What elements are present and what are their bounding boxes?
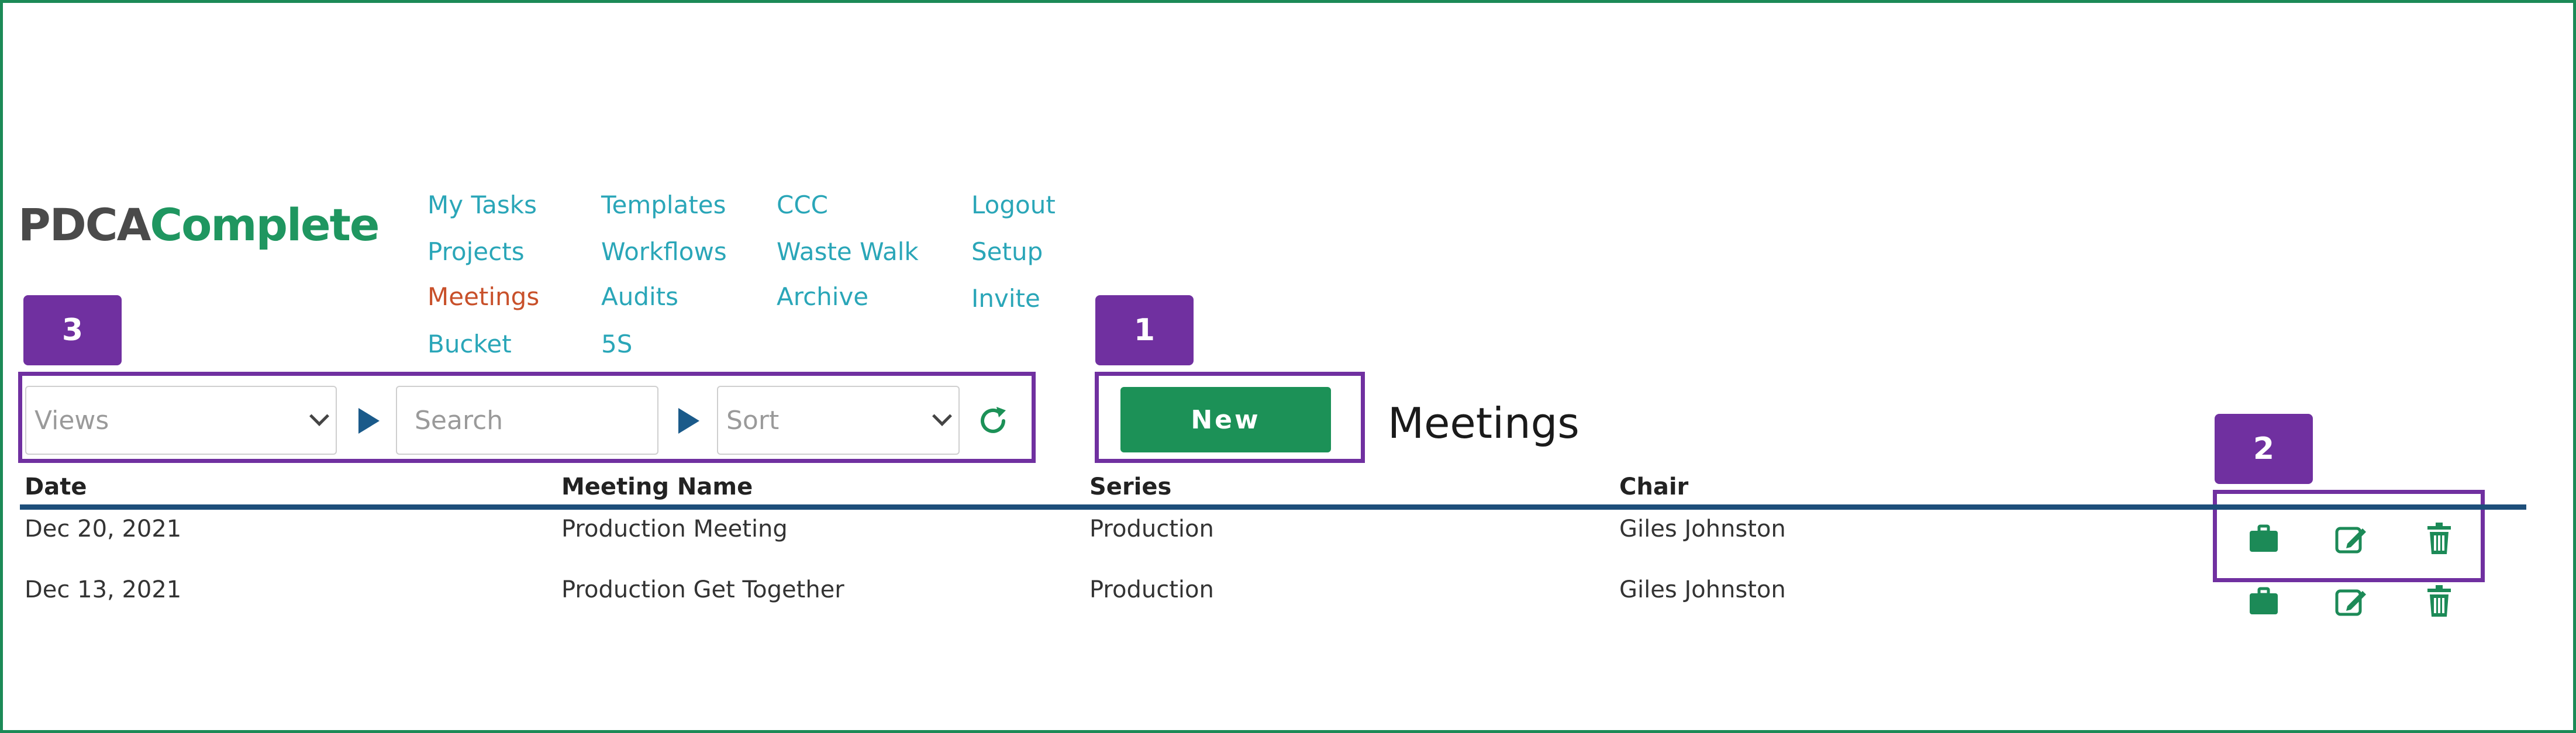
views-select[interactable]: Views [25, 386, 337, 455]
column-header-date[interactable]: Date [25, 473, 87, 500]
edit-icon[interactable] [2333, 521, 2368, 556]
annotation-box-3 [18, 372, 1036, 463]
annotation-box-2 [2213, 490, 2485, 582]
chevron-down-icon [309, 406, 329, 426]
annotation-badge-2: 2 [2215, 414, 2313, 484]
briefcase-icon[interactable] [2246, 584, 2281, 619]
row-meeting-name[interactable]: Production Get Together [561, 576, 844, 603]
refresh-icon[interactable] [975, 403, 1011, 438]
column-header-meeting-name[interactable]: Meeting Name [561, 473, 753, 500]
sort-select[interactable]: Sort [717, 386, 960, 455]
nav-workflows[interactable]: Workflows [601, 237, 727, 266]
views-select-label: Views [35, 405, 109, 435]
nav-projects[interactable]: Projects [427, 237, 525, 266]
row-meeting-name[interactable]: Production Meeting [561, 516, 788, 542]
nav-logout[interactable]: Logout [971, 191, 1056, 219]
nav-templates[interactable]: Templates [601, 191, 726, 219]
new-meeting-button[interactable]: New [1120, 387, 1331, 452]
nav-setup[interactable]: Setup [971, 237, 1043, 266]
nav-archive[interactable]: Archive [777, 282, 869, 311]
nav-ccc[interactable]: CCC [777, 191, 828, 219]
nav-meetings[interactable]: Meetings [427, 282, 540, 311]
nav-audits[interactable]: Audits [601, 282, 679, 311]
column-header-series[interactable]: Series [1089, 473, 1172, 500]
briefcase-icon[interactable] [2246, 521, 2281, 556]
row-series: Production [1089, 516, 1214, 542]
nav-invite[interactable]: Invite [971, 284, 1040, 313]
annotation-box-1 [1095, 372, 1365, 463]
row-chair: Giles Johnston [1619, 516, 1786, 542]
trash-icon[interactable] [2422, 584, 2457, 619]
row-date: Dec 13, 2021 [25, 576, 182, 603]
nav-5s[interactable]: 5S [601, 330, 633, 358]
row-series: Production [1089, 576, 1214, 603]
chevron-down-icon [932, 406, 952, 426]
nav-my-tasks[interactable]: My Tasks [427, 191, 537, 219]
column-header-chair[interactable]: Chair [1619, 473, 1689, 500]
play-arrow-icon [358, 408, 380, 434]
edit-icon[interactable] [2333, 584, 2368, 619]
sort-select-label: Sort [726, 405, 780, 435]
row-date: Dec 20, 2021 [25, 516, 182, 542]
table-header-divider [20, 504, 2526, 510]
nav-bucket[interactable]: Bucket [427, 330, 512, 358]
play-arrow-icon [678, 408, 699, 434]
brand-logo[interactable]: PDCAComplete [18, 196, 380, 254]
annotation-badge-3: 3 [23, 295, 122, 365]
search-input-placeholder: Search [415, 405, 504, 435]
annotation-badge-1: 1 [1095, 295, 1194, 365]
logo-text-complete: Complete [150, 199, 380, 251]
row-chair: Giles Johnston [1619, 576, 1786, 603]
search-input[interactable]: Search [396, 386, 658, 455]
trash-icon[interactable] [2422, 521, 2457, 556]
page-title: Meetings [1388, 399, 1580, 448]
logo-text-pdca: PDCA [18, 199, 151, 251]
nav-waste-walk[interactable]: Waste Walk [777, 237, 919, 266]
